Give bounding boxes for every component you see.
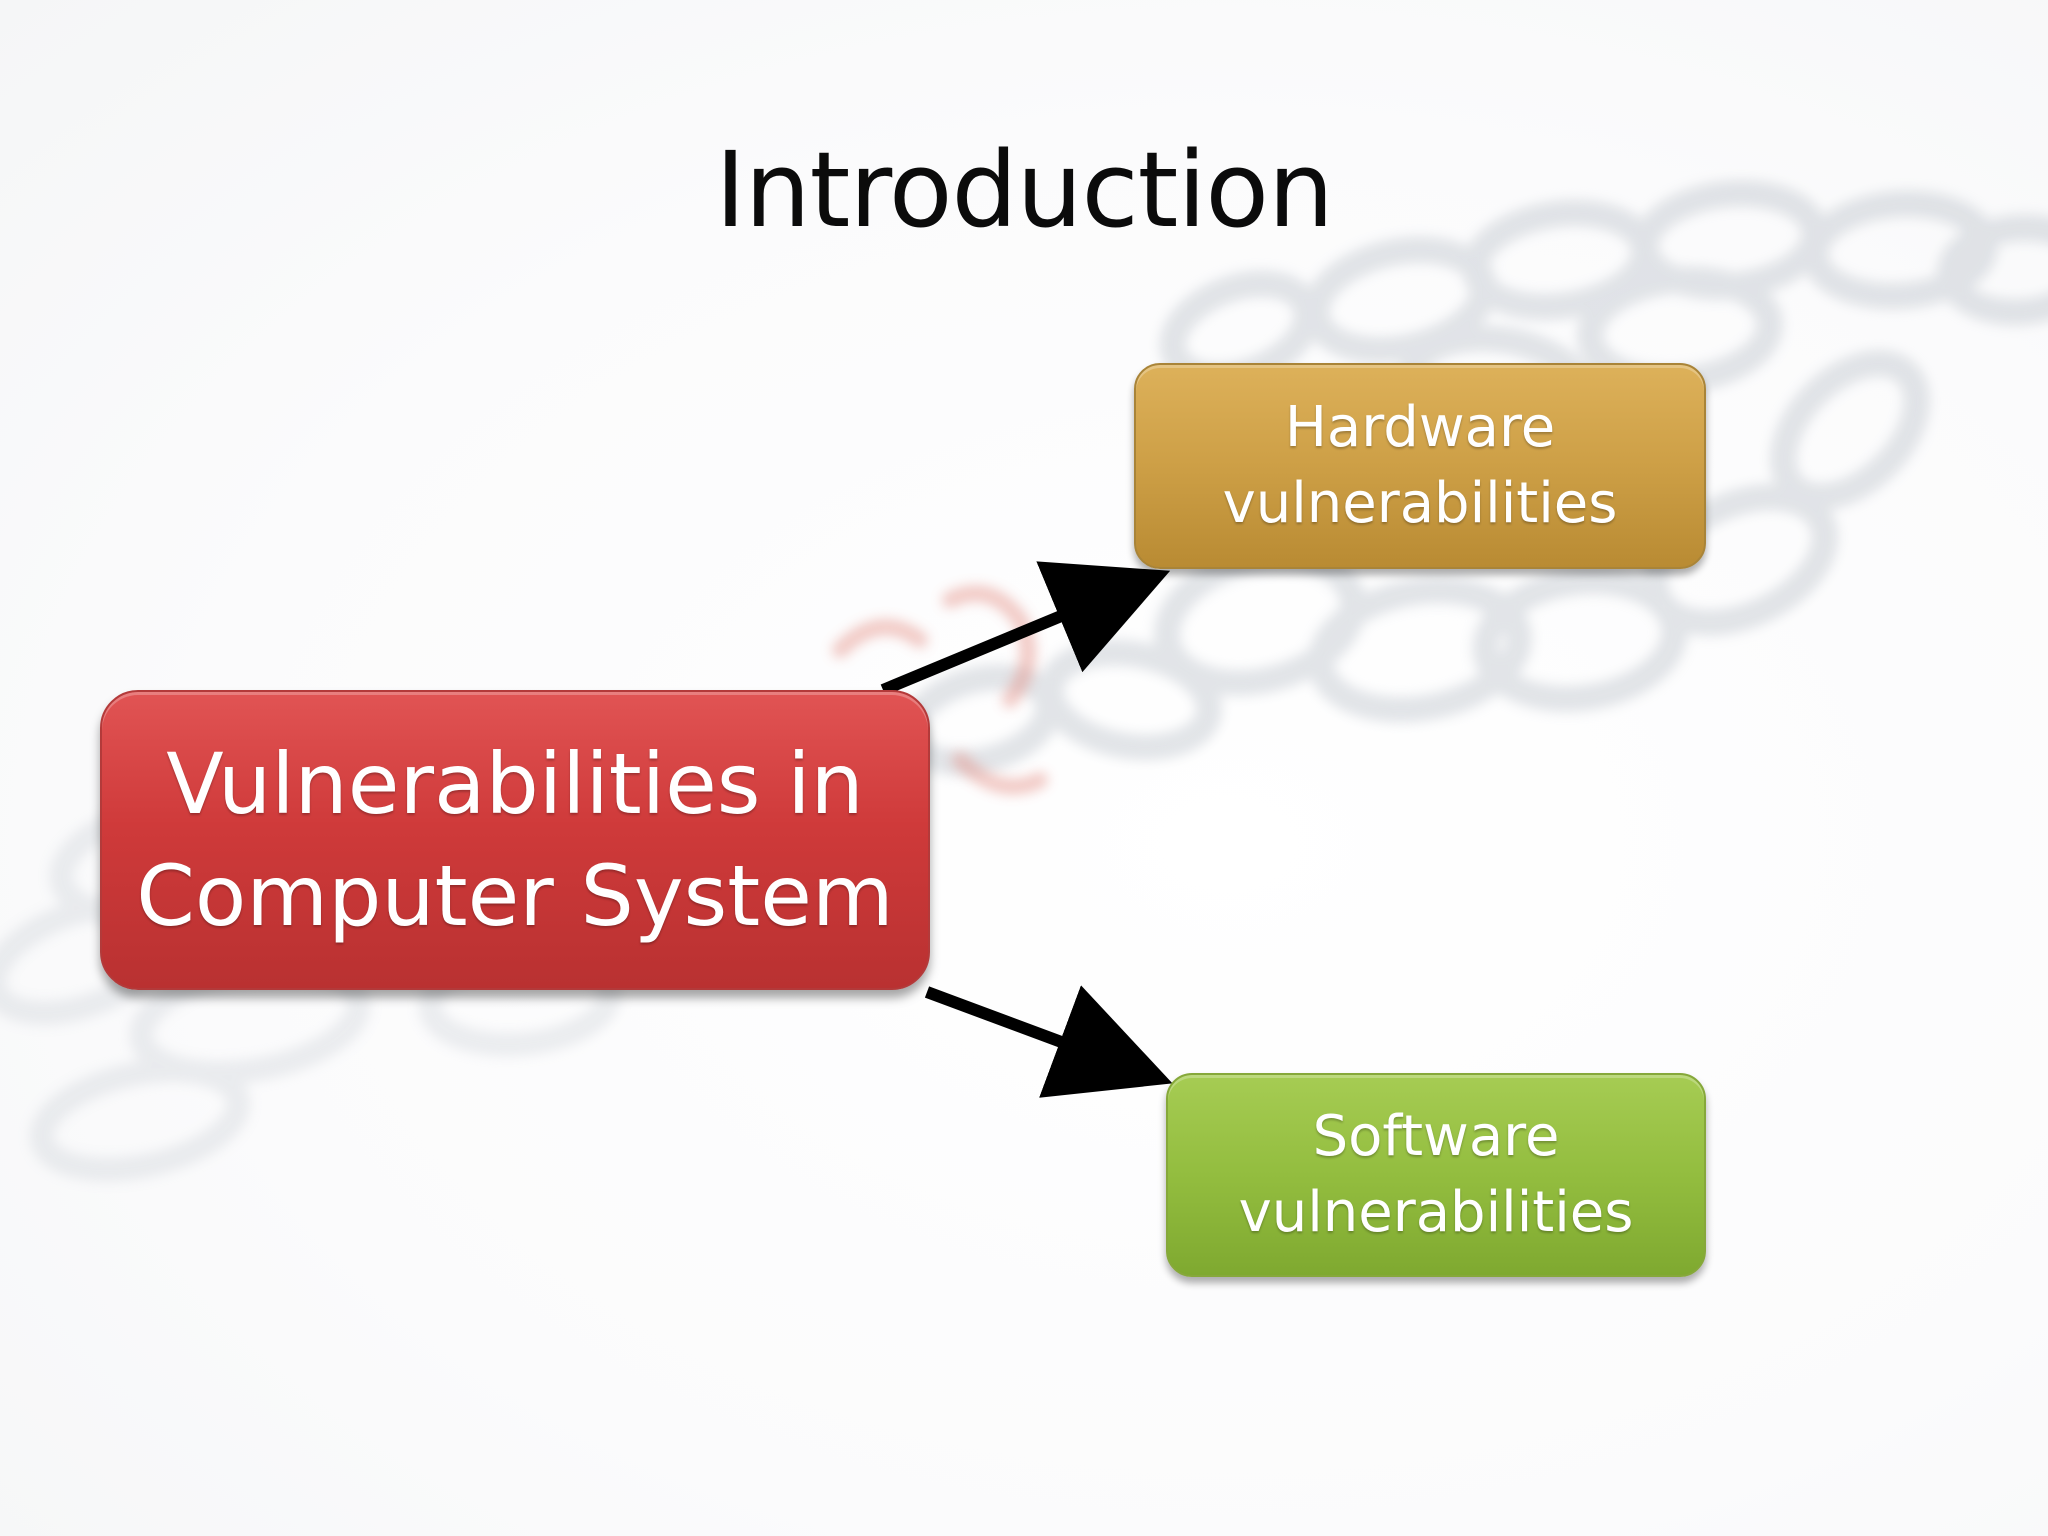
software-node-label: Software vulnerabilities bbox=[1238, 1104, 1634, 1245]
root-node: Vulnerabilities in Computer System bbox=[100, 690, 930, 990]
hardware-node-label: Hardware vulnerabilities bbox=[1222, 395, 1618, 536]
software-node: Software vulnerabilities bbox=[1166, 1073, 1706, 1277]
hardware-node: Hardware vulnerabilities bbox=[1134, 363, 1706, 569]
slide-title: Introduction bbox=[715, 129, 1334, 251]
root-node-label: Vulnerabilities in Computer System bbox=[136, 735, 894, 945]
